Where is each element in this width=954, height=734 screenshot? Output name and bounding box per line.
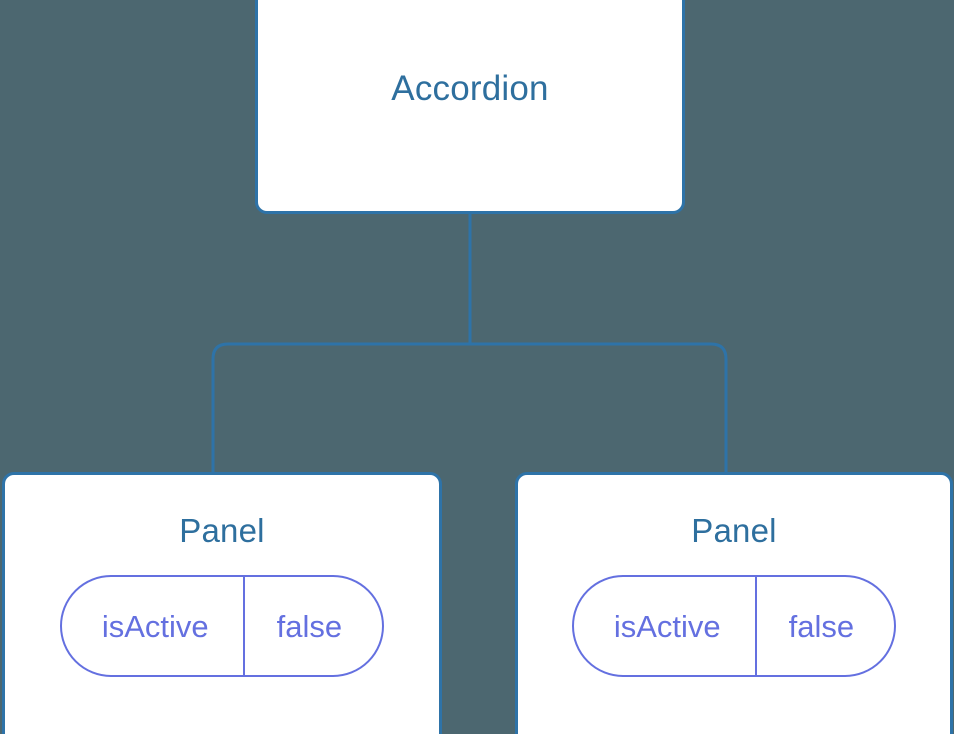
- state-pill-panel-2[interactable]: isActive false: [571, 575, 897, 678]
- node-panel-2[interactable]: Panel isActive false: [515, 472, 953, 734]
- node-accordion-title: Accordion: [391, 68, 549, 108]
- state-pill-panel-2-value: false: [754, 577, 894, 676]
- state-pill-panel-1[interactable]: isActive false: [59, 575, 385, 678]
- state-pill-panel-1-value: false: [242, 577, 382, 676]
- node-panel-1[interactable]: Panel isActive false: [2, 472, 442, 734]
- state-pill-panel-1-key: isActive: [101, 608, 209, 644]
- edge-to-panel-right: [470, 342, 728, 474]
- node-panel-1-title: Panel: [179, 512, 265, 549]
- node-accordion[interactable]: Accordion: [255, 0, 685, 214]
- state-pill-panel-2-key: isActive: [613, 608, 721, 644]
- edge-to-panel-left: [211, 342, 470, 474]
- node-panel-2-title: Panel: [691, 512, 777, 549]
